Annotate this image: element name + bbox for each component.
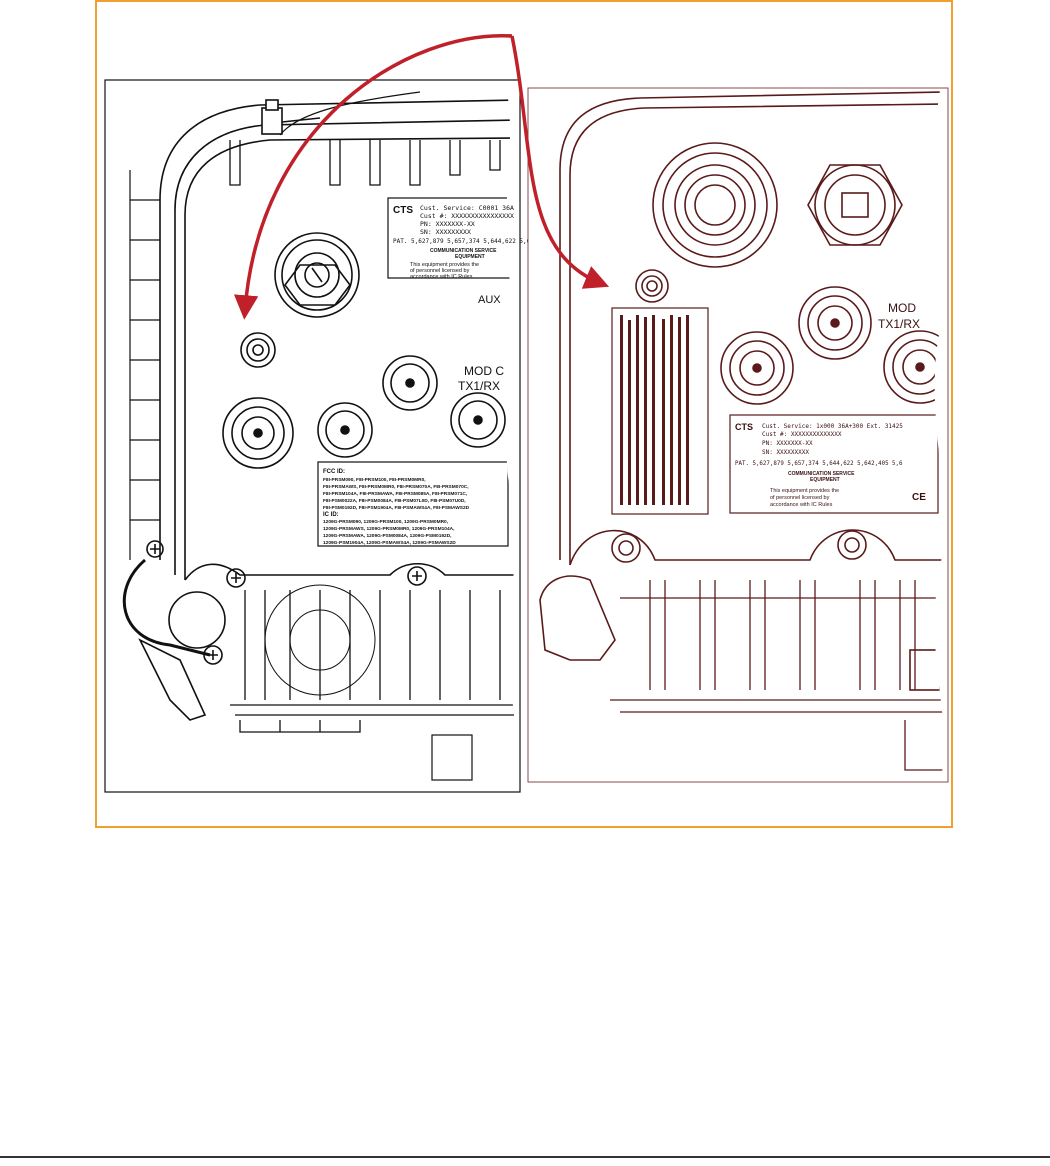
left-ic-line: 1209G-PRSMAWS, 1209G-PRSM0MR0, 1209G-PRS… bbox=[323, 526, 455, 532]
callout-arrows bbox=[233, 34, 610, 320]
left-fcc-line: F8I-PRSMAWS, F8I-PRSM0MR0, F8I-PRSM070A,… bbox=[323, 484, 469, 490]
left-label-line2: Cust #: XXXXXXXXXXXXXXXX bbox=[420, 212, 514, 220]
right-label-line3: PN: XXXXXXX-XX bbox=[762, 440, 813, 447]
left-label-line1: Cust. Service: C0001 36A bbox=[420, 204, 514, 212]
figure-frame bbox=[95, 0, 953, 828]
right-panel: MOD TX1/RX CTS Cust. Service: 1x000 36A+… bbox=[527, 87, 949, 783]
left-fcc-line: F8I-PRSM104A, F8I-PRSMAWA, F8I-PRSM085A,… bbox=[323, 491, 468, 497]
right-label-line4: SN: XXXXXXXXX bbox=[762, 449, 809, 456]
right-label-line9: of personnel licensed by bbox=[770, 495, 830, 501]
right-port-label-tx: TX1/RX bbox=[878, 317, 920, 331]
left-fcc-line: F8I-PRSM090, F8I-PRSM100, F8I-PRSM0MR0, bbox=[323, 477, 426, 483]
left-label-line10: accordance with IC Rules bbox=[410, 274, 473, 280]
left-label-line4: SN: XXXXXXXXX bbox=[420, 228, 471, 236]
right-label-line6: COMMUNICATION SERVICE bbox=[788, 471, 855, 477]
left-ic-line: 1209G-PRSM090, 1209G-PRSM100, 1209G-PRSM… bbox=[323, 519, 449, 525]
left-panel: CTS Cust. Service: C0001 36A Cust #: XXX… bbox=[104, 79, 567, 793]
right-label-line1: Cust. Service: 1x000 36A+300 Ext. 31425 bbox=[762, 423, 903, 430]
left-label-line5: PAT. 5,627,879 5,657,374 5,644,622 5,642… bbox=[393, 238, 567, 245]
left-port-label-mod: MOD C bbox=[464, 364, 504, 378]
left-port-label-tx: TX1/RX bbox=[458, 379, 500, 393]
frame-top-edge bbox=[95, 0, 953, 2]
left-fcc-line: F8I-PSM0022A, F8I-PSM0084A, F8I-PSM07L0D… bbox=[323, 498, 466, 504]
right-label-line10: accordance with IC Rules bbox=[770, 502, 833, 508]
left-ic-line: 1209G-PRSMAWA, 1209G-PSM0084A, 1209G-PSM… bbox=[323, 533, 452, 539]
left-ic-line: 1209G-PSM1904A, 1209G-PSMAWS4A, 1209G-PS… bbox=[323, 540, 456, 546]
left-ic-title: IC ID: bbox=[323, 512, 339, 518]
left-label-line7: EQUIPMENT bbox=[455, 254, 485, 260]
arrow-to-left-nut bbox=[233, 34, 513, 320]
page-bottom-rule bbox=[0, 1156, 1050, 1158]
right-ce-mark: CE bbox=[912, 492, 926, 503]
right-fcc-rotated bbox=[620, 315, 689, 505]
right-label-line5: PAT. 5,627,879 5,657,374 5,644,622 5,642… bbox=[735, 461, 903, 467]
left-fcc-title: FCC ID: bbox=[323, 469, 345, 475]
left-fcc-line: F8I-PSM0192D, F8I-PSM1904A, F8I-PSMAWS4A… bbox=[323, 505, 470, 511]
left-port-label-aux: AUX bbox=[478, 294, 501, 306]
left-label-line9: of personnel licensed by bbox=[410, 268, 470, 274]
right-label-line7: EQUIPMENT bbox=[810, 477, 840, 483]
left-label-line3: PN: XXXXXXX-XX bbox=[420, 220, 475, 228]
left-label-line8: This equipment provides the bbox=[410, 262, 479, 268]
arrow-to-right-nut bbox=[510, 35, 610, 289]
right-port-label-mod: MOD bbox=[888, 301, 916, 315]
left-label-brand: CTS bbox=[393, 205, 413, 216]
left-label-line6: COMMUNICATION SERVICE bbox=[430, 248, 497, 254]
right-label-line8: This equipment provides the bbox=[770, 488, 839, 494]
right-label-line2: Cust #: XXXXXXXXXXXXXX bbox=[762, 431, 842, 438]
right-label-brand: CTS bbox=[735, 422, 753, 432]
